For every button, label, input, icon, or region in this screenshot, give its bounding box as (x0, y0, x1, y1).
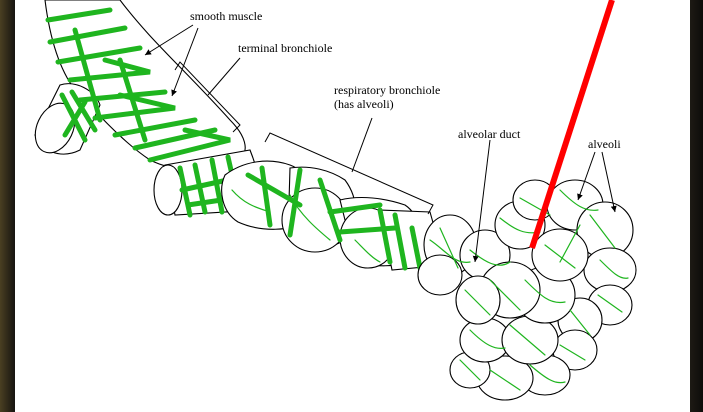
label-has-alveoli: (has alveoli) (334, 97, 394, 111)
label-alveoli: alveoli (588, 137, 621, 151)
label-terminal-bronchiole: terminal bronchiole (238, 41, 332, 55)
label-smooth-muscle: smooth muscle (190, 9, 262, 23)
alveolar-cluster (418, 180, 636, 400)
label-alveolar-duct: alveolar duct (458, 127, 521, 141)
label-respiratory-bronchiole: respiratory bronchiole (334, 83, 440, 97)
